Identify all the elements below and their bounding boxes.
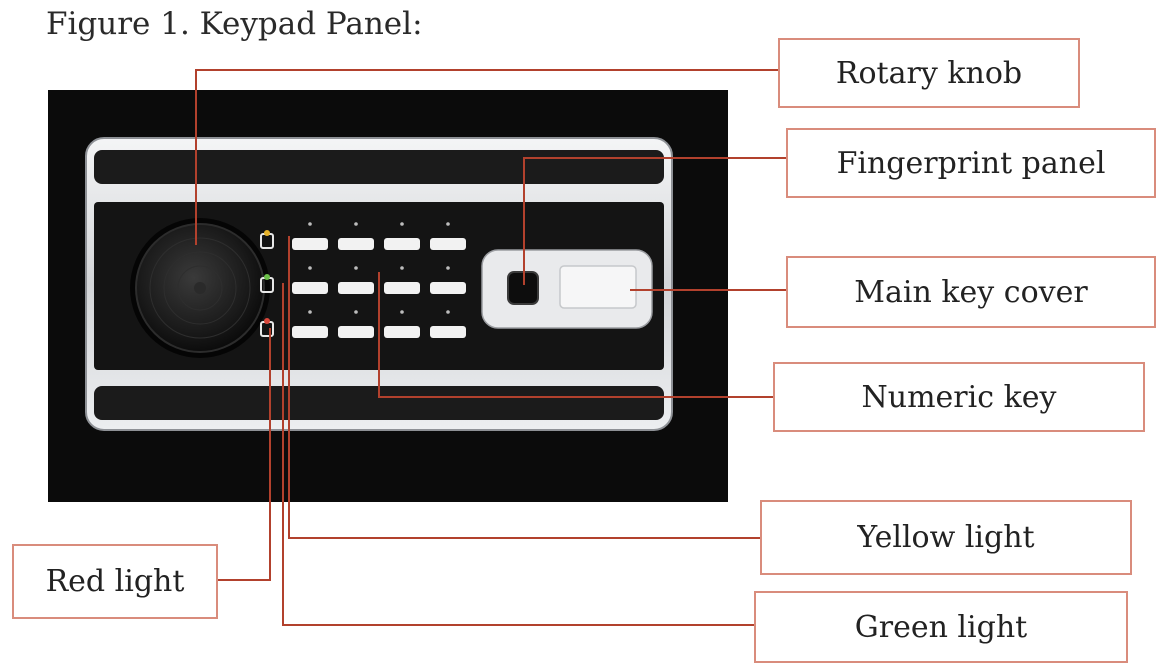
- figure-title: Figure 1. Keypad Panel:: [46, 6, 423, 42]
- callout-rotary-knob: Rotary knob: [778, 38, 1080, 108]
- panel-top-strip: [94, 150, 664, 184]
- numeric-key: [384, 238, 420, 250]
- numeric-key: [430, 282, 466, 294]
- numeric-key: [338, 238, 374, 250]
- panel-bottom-strip: [94, 386, 664, 420]
- numeric-key: [292, 238, 328, 250]
- numeric-key: [338, 282, 374, 294]
- numeric-key: [430, 326, 466, 338]
- rotary-knob-graphic: [130, 218, 270, 358]
- fingerprint-module: [481, 249, 653, 329]
- fingerprint-sensor-graphic: [507, 271, 539, 305]
- numeric-key: [384, 326, 420, 338]
- callout-yellow-light: Yellow light: [760, 500, 1132, 575]
- callout-numeric-key: Numeric key: [773, 362, 1145, 432]
- numeric-key: [384, 282, 420, 294]
- keypad-panel-photo: [48, 90, 728, 502]
- numeric-key: [430, 238, 466, 250]
- numeric-key: [292, 282, 328, 294]
- numeric-key: [338, 326, 374, 338]
- numeric-key: [292, 326, 328, 338]
- callout-fingerprint-panel: Fingerprint panel: [786, 128, 1156, 198]
- callout-green-light: Green light: [754, 591, 1128, 663]
- callout-red-light: Red light: [12, 544, 218, 619]
- main-key-cover-graphic: [559, 265, 637, 309]
- callout-main-key-cover: Main key cover: [786, 256, 1156, 328]
